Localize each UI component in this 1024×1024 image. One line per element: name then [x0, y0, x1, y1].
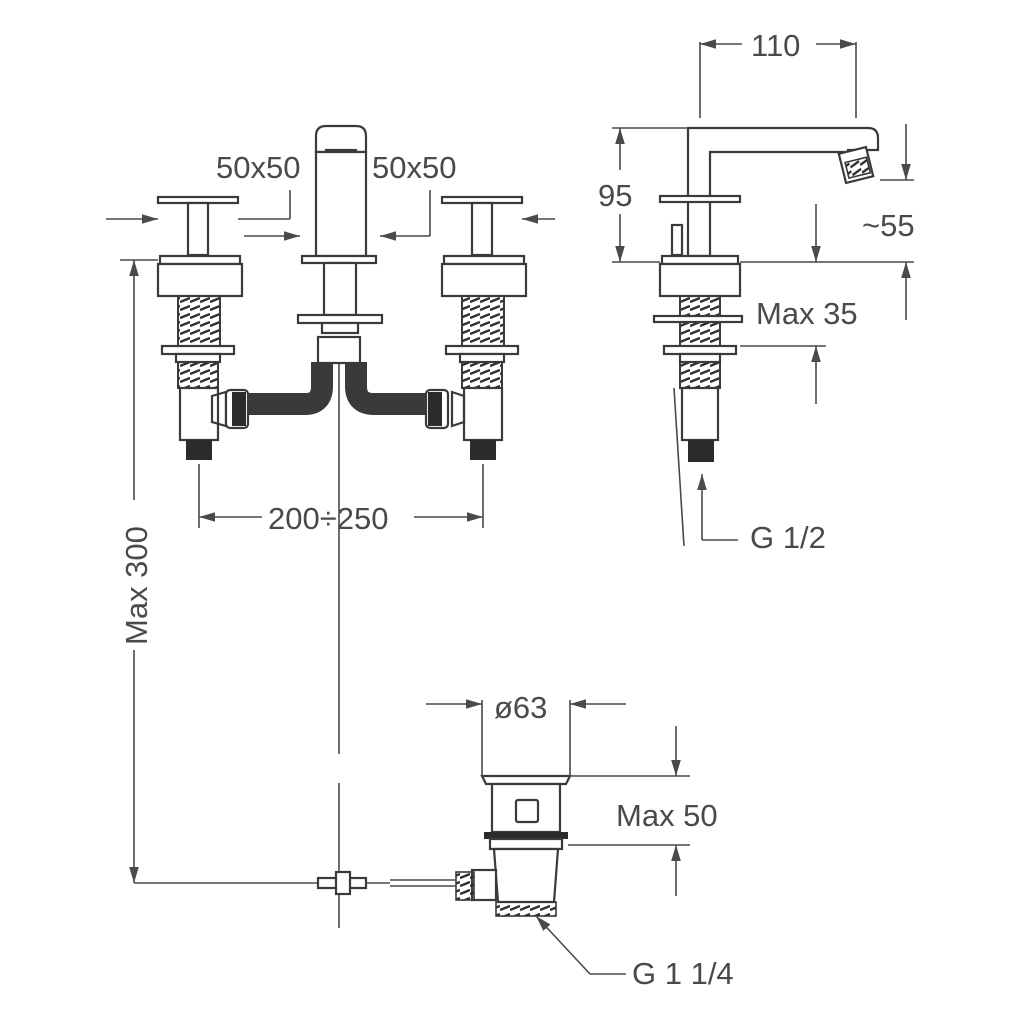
front-dimensions — [106, 190, 555, 884]
side-view — [652, 126, 880, 547]
spout-drop-label: ~55 — [862, 208, 915, 243]
center-spout — [248, 124, 426, 928]
max-depth-label: Max 300 — [119, 526, 154, 645]
width-top-label: 110 — [751, 28, 800, 63]
height-spout-label: 95 — [598, 178, 632, 213]
handle-left-size-label: 50x50 — [216, 150, 300, 185]
waste-dimensions — [426, 699, 690, 975]
left-valve — [156, 195, 250, 460]
center-spacing-label: 200÷250 — [268, 501, 388, 536]
handle-right-size-label: 50x50 — [372, 150, 456, 185]
waste-max-thickness-label: Max 50 — [616, 798, 718, 833]
waste-assembly — [316, 774, 572, 917]
waste-thread-label: G 1 1/4 — [632, 956, 734, 991]
thread-inlet-label: G 1/2 — [750, 520, 826, 555]
waste-diameter-label: ø63 — [494, 690, 547, 725]
side-dimensions — [612, 39, 914, 541]
max-thickness-deck-label: Max 35 — [756, 296, 858, 331]
right-valve — [424, 195, 528, 460]
